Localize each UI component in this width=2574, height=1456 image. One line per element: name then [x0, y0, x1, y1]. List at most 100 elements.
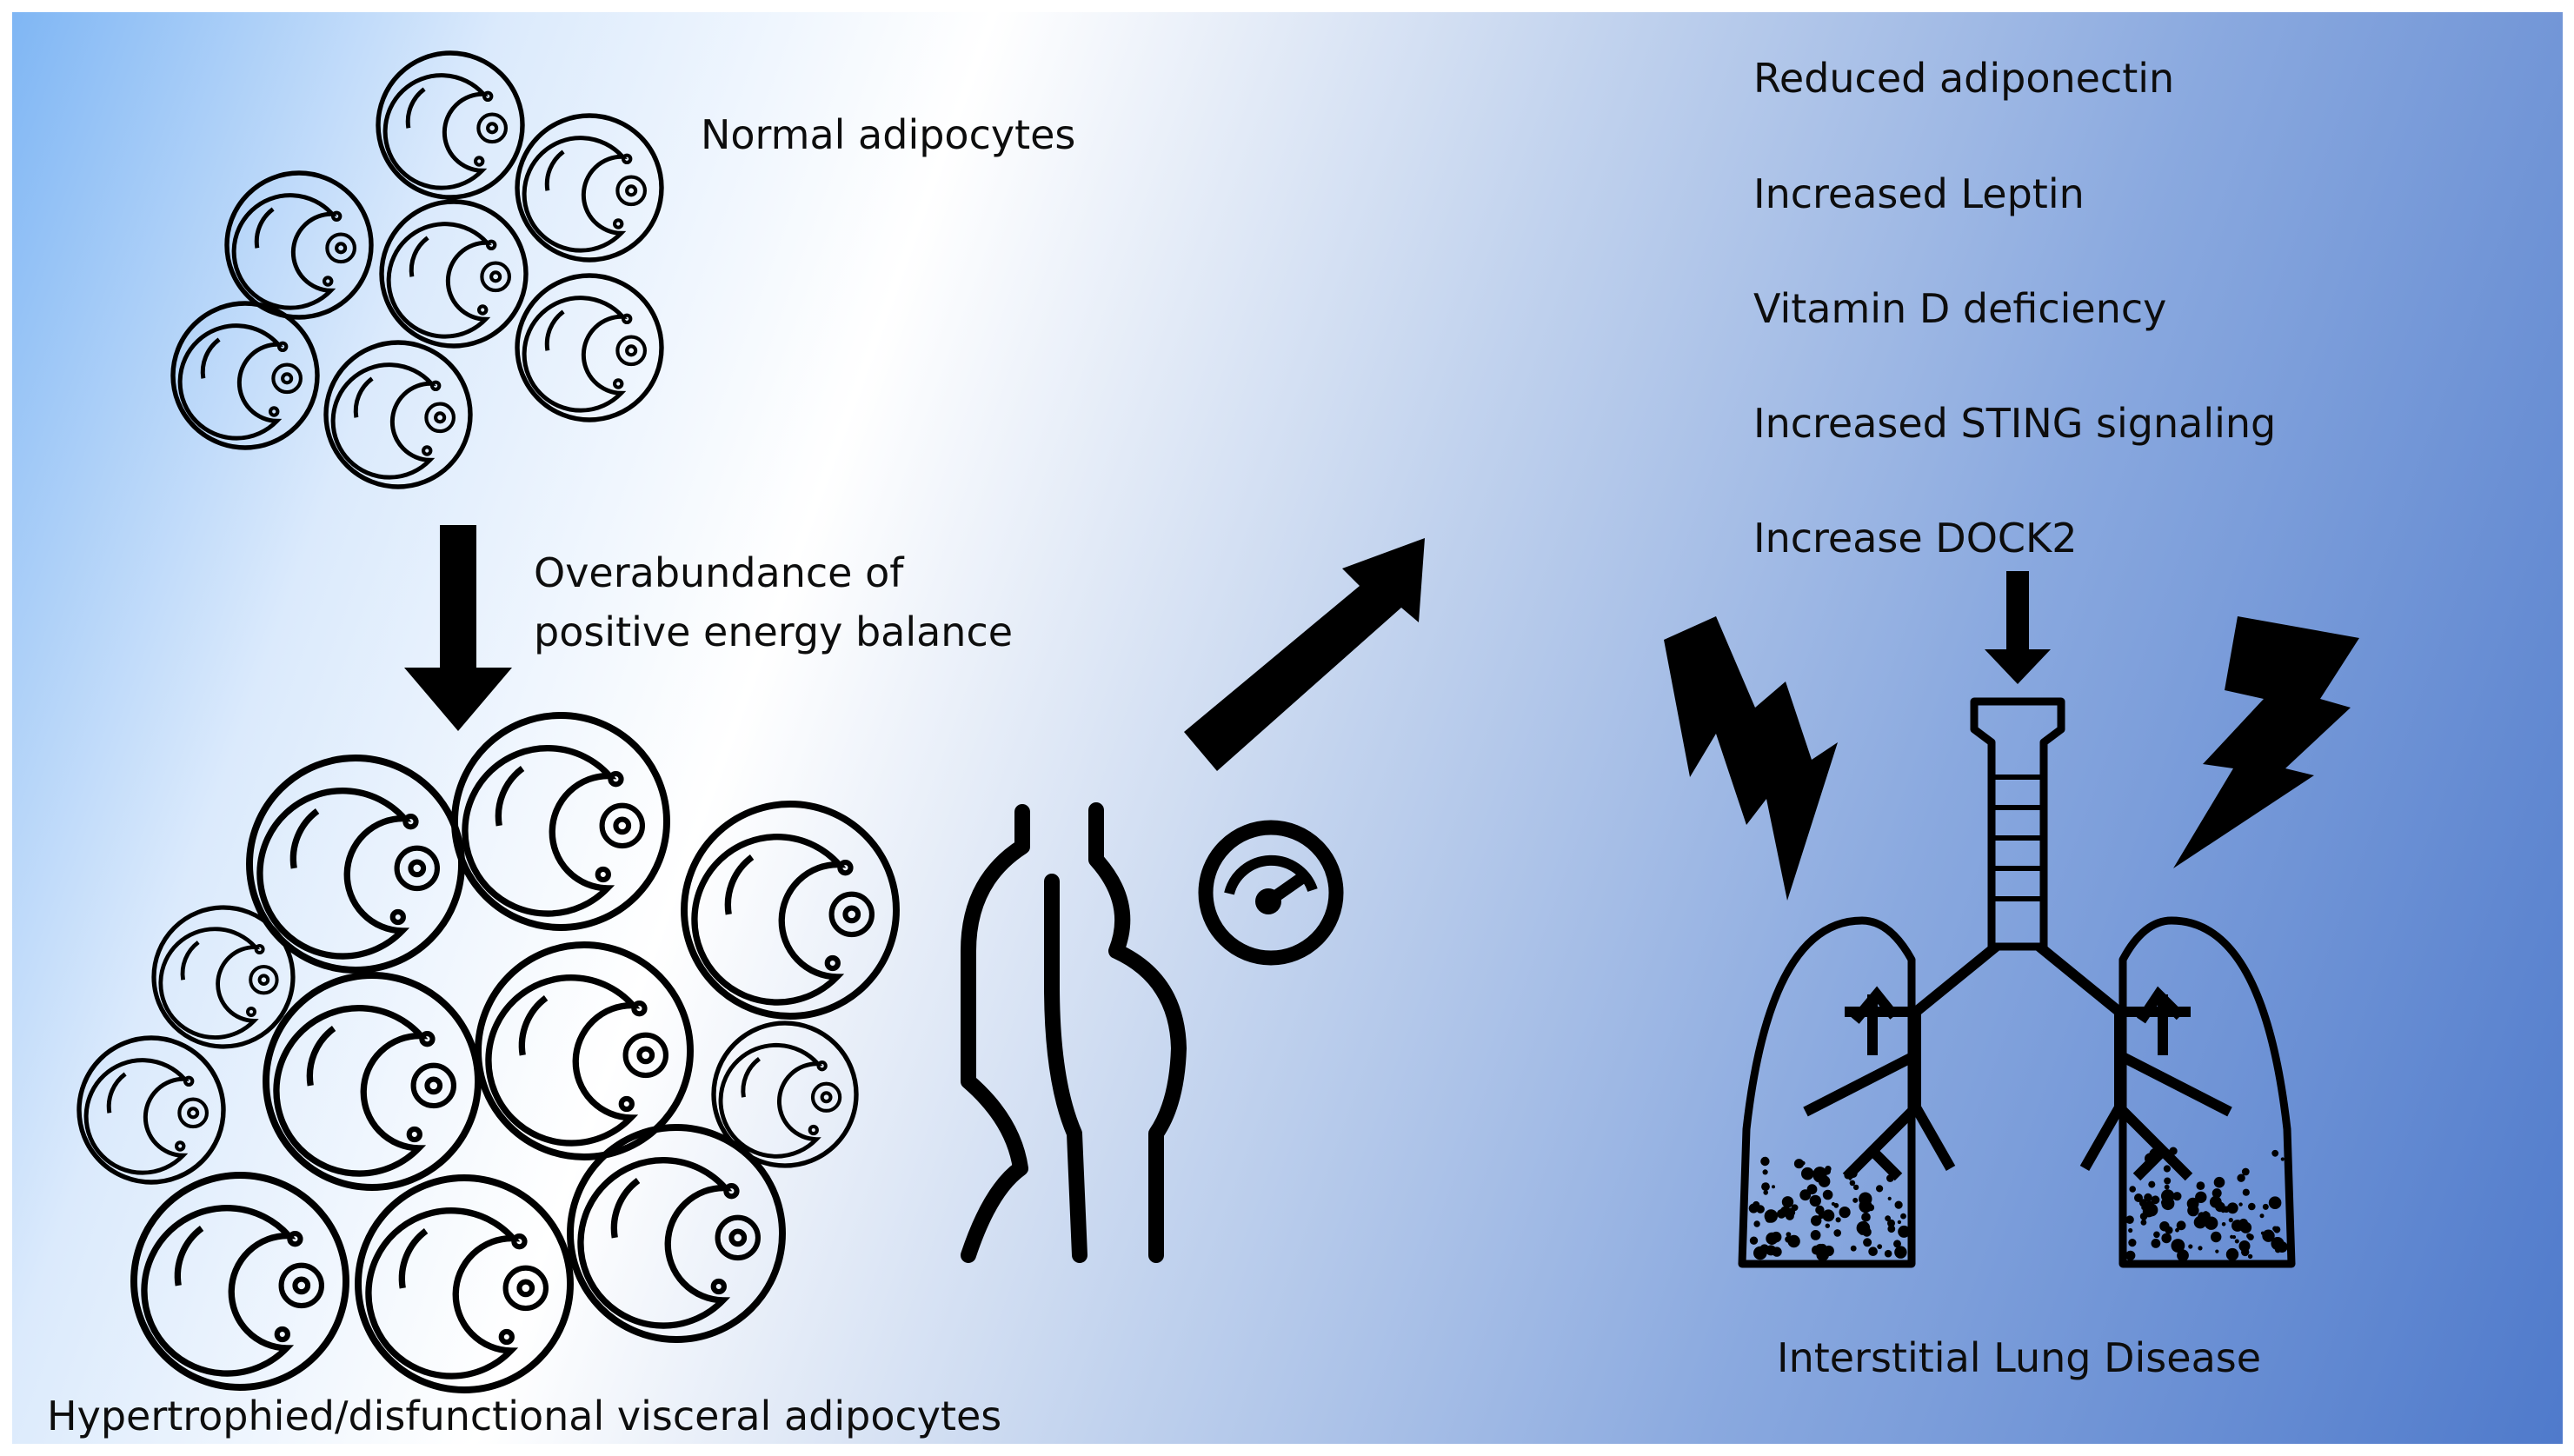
lung-spot: [1822, 1209, 1835, 1222]
lung-spot: [1763, 1190, 1768, 1195]
lung-spot: [1753, 1220, 1760, 1227]
normal-adipocytes-label: Normal adipocytes: [701, 111, 1076, 158]
adipocyte-cell-icon: [684, 804, 896, 1016]
lung-spot: [1825, 1223, 1830, 1228]
lung-spot: [1810, 1230, 1821, 1240]
gauge-icon: [1198, 820, 1344, 966]
lung-spot: [1900, 1213, 1906, 1220]
lung-spot: [2172, 1192, 2182, 1201]
lung-spot: [2226, 1202, 2238, 1214]
adipocyte-cell-icon: [134, 1175, 346, 1387]
lung-spot: [2262, 1203, 2269, 1210]
lung-spot: [2153, 1231, 2160, 1239]
adipocyte-cell-icon: [79, 1038, 223, 1182]
lung-spot: [2271, 1149, 2279, 1157]
factor-item: Increase DOCK2: [1753, 515, 2078, 562]
lung-spot: [2128, 1227, 2133, 1233]
lung-spot: [1894, 1246, 1907, 1259]
adipocyte-cell-icon: [517, 116, 662, 260]
lung-spot: [2221, 1222, 2226, 1227]
adipocyte-cell-icon: [478, 945, 690, 1157]
lung-spot: [2242, 1188, 2250, 1196]
adipocyte-cell-icon: [326, 342, 470, 487]
lung-spot: [2234, 1239, 2239, 1244]
energy-balance-label-line1: Overabundance of: [534, 549, 904, 596]
lung-spot: [2149, 1205, 2156, 1212]
lung-spot: [2188, 1244, 2193, 1249]
lung-spot: [1877, 1244, 1883, 1249]
lung-spot: [1850, 1245, 1857, 1252]
lung-spot: [1812, 1167, 1827, 1180]
adipocyte-cell-icon: [227, 173, 371, 317]
lung-spot: [1811, 1215, 1822, 1227]
lung-spot: [2177, 1249, 2189, 1262]
lung-spot: [1749, 1236, 1759, 1245]
lung-spot: [1800, 1160, 1806, 1166]
lung-spot: [1815, 1205, 1825, 1215]
lung-spot: [2268, 1196, 2282, 1209]
diagram-artwork: [12, 12, 2359, 1444]
lung-spot: [1809, 1194, 1821, 1207]
down-arrow-icon: [404, 525, 512, 731]
lung-spot: [2164, 1177, 2172, 1185]
lung-spot: [1849, 1180, 1856, 1187]
adipocyte-cell-icon: [382, 202, 526, 346]
lung-spot: [2161, 1233, 2172, 1244]
lung-spot: [1785, 1209, 1789, 1213]
factor-item: Increased Leptin: [1753, 170, 2085, 217]
down-arrow-icon: [1985, 571, 2051, 684]
lung-spot: [1785, 1236, 1792, 1243]
lung-spot: [2171, 1239, 2185, 1253]
energy-balance-label-line2: positive energy balance: [534, 608, 1014, 655]
lung-spot: [2215, 1249, 2219, 1253]
lung-spot: [2142, 1218, 2146, 1223]
lung-spot: [2134, 1193, 2143, 1202]
lung-spot: [2230, 1234, 2234, 1239]
lung-spot: [2169, 1147, 2178, 1155]
adipocyte-cell-icon: [455, 715, 667, 927]
lung-spot: [2198, 1246, 2203, 1251]
lung-spot: [1886, 1174, 1894, 1182]
lung-spot: [1772, 1185, 1775, 1189]
lung-spot: [1887, 1219, 1895, 1227]
adipocyte-cell-icon: [570, 1127, 782, 1340]
lung-spot: [1859, 1200, 1872, 1213]
lung-spot: [2259, 1213, 2265, 1219]
lung-spot: [1856, 1220, 1871, 1235]
lung-spot: [2148, 1180, 2156, 1188]
lung-spot: [2248, 1202, 2256, 1211]
lung-spot: [1897, 1220, 1902, 1225]
lung-spot: [1765, 1214, 1773, 1223]
lung-spot: [2175, 1227, 2179, 1233]
adipocyte-cell-icon: [266, 975, 478, 1187]
lung-spot: [2211, 1231, 2222, 1243]
lung-spot: [1863, 1238, 1872, 1247]
lung-spot: [2209, 1195, 2222, 1208]
factor-item: Increased STING signaling: [1753, 400, 2277, 447]
lung-spot: [2195, 1191, 2207, 1204]
lung-spot: [1761, 1182, 1770, 1191]
lung-spot: [1876, 1185, 1884, 1193]
hypertrophied-adipocyte-cluster: [79, 715, 896, 1390]
lung-spot: [1756, 1205, 1765, 1213]
lung-spot: [2275, 1247, 2281, 1253]
lung-spot: [1793, 1159, 1805, 1169]
lung-spot: [2141, 1205, 2146, 1210]
lung-spot: [1766, 1232, 1779, 1245]
factor-item: Reduced adiponectin: [1753, 55, 2175, 102]
diagonal-arrow-icon: [1184, 538, 1425, 771]
lung-spot: [1772, 1247, 1782, 1257]
lung-spot: [1762, 1169, 1768, 1175]
lung-spot: [2232, 1227, 2238, 1231]
lung-spot: [1781, 1196, 1794, 1208]
normal-adipocyte-cluster: [173, 53, 662, 487]
lung-spot: [2176, 1220, 2186, 1231]
lung-spot: [1801, 1167, 1814, 1180]
lung-spot: [2262, 1229, 2275, 1242]
lung-spot: [2125, 1250, 2136, 1261]
lung-spot: [2241, 1167, 2250, 1176]
lung-spot: [1884, 1249, 1892, 1258]
lung-spot: [1799, 1189, 1812, 1201]
lung-spot: [2271, 1237, 2285, 1251]
lung-spot: [2225, 1247, 2239, 1261]
